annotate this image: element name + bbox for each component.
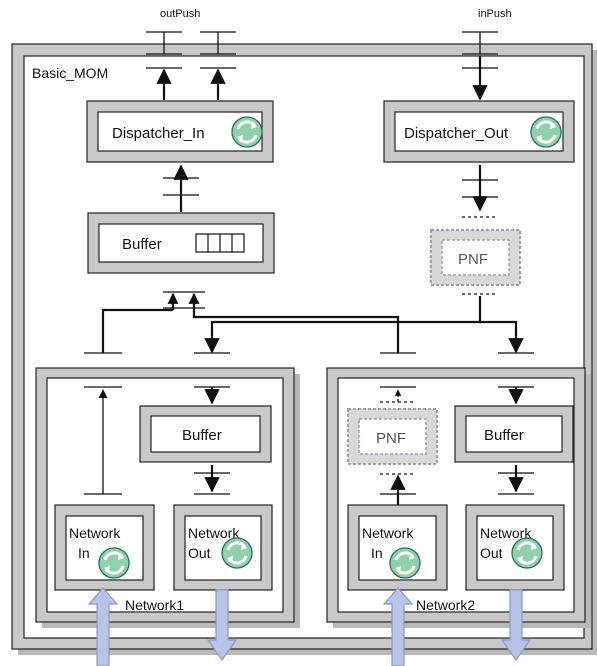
main-bus-lines bbox=[101, 291, 524, 354]
cycle-icon bbox=[510, 536, 544, 570]
network2-in-box bbox=[347, 504, 448, 591]
network2-pnf-label: PNF bbox=[376, 430, 406, 447]
cycle-icon bbox=[529, 115, 563, 149]
dispatcher-in-label: Dispatcher_In bbox=[112, 125, 205, 142]
cycle-icon bbox=[220, 536, 254, 570]
out-push-ports bbox=[146, 31, 236, 100]
in-push-label: inPush bbox=[478, 8, 512, 20]
network1-buffer-label: Buffer bbox=[182, 427, 222, 444]
cycle-icon bbox=[388, 546, 422, 580]
network1-in-line2: In bbox=[78, 545, 90, 561]
cycle-icon bbox=[230, 115, 264, 149]
main-pnf-box bbox=[430, 229, 521, 286]
dispatcher-out-to-pnf-link bbox=[462, 165, 498, 218]
network2-in-line2: In bbox=[371, 545, 383, 561]
basic-mom-label: Basic_MOM bbox=[32, 65, 108, 81]
network1-links bbox=[84, 386, 230, 495]
network1-out-line2: Out bbox=[188, 545, 211, 561]
in-push-port bbox=[462, 31, 498, 101]
network2-out-line1: Network bbox=[480, 525, 532, 541]
out-push-label: outPush bbox=[160, 8, 200, 20]
main-pnf-label: PNF bbox=[458, 251, 488, 268]
network1-label: Network1 bbox=[125, 597, 184, 613]
network2-label: Network2 bbox=[416, 597, 475, 613]
network1-in-box bbox=[54, 504, 155, 591]
queue-icon bbox=[195, 233, 245, 253]
network2-out-line2: Out bbox=[480, 545, 503, 561]
main-buffer-label: Buffer bbox=[122, 236, 162, 253]
network2-buffer-label: Buffer bbox=[484, 427, 524, 444]
dispatcher-out-label: Dispatcher_Out bbox=[404, 125, 509, 142]
network1-out-line1: Network bbox=[188, 525, 240, 541]
flow-arrow-icon bbox=[87, 587, 532, 666]
network2-pnf-box bbox=[347, 408, 438, 465]
main-buffer-box bbox=[87, 212, 275, 274]
network2-buffer-box bbox=[454, 405, 574, 463]
network1-buffer-box bbox=[139, 405, 272, 463]
network2-links bbox=[380, 386, 534, 505]
cycle-icon bbox=[97, 546, 131, 580]
network1-in-line1: Network bbox=[69, 525, 121, 541]
buffer-to-dispatcher-in-link bbox=[163, 164, 199, 212]
network2-in-line1: Network bbox=[362, 525, 414, 541]
